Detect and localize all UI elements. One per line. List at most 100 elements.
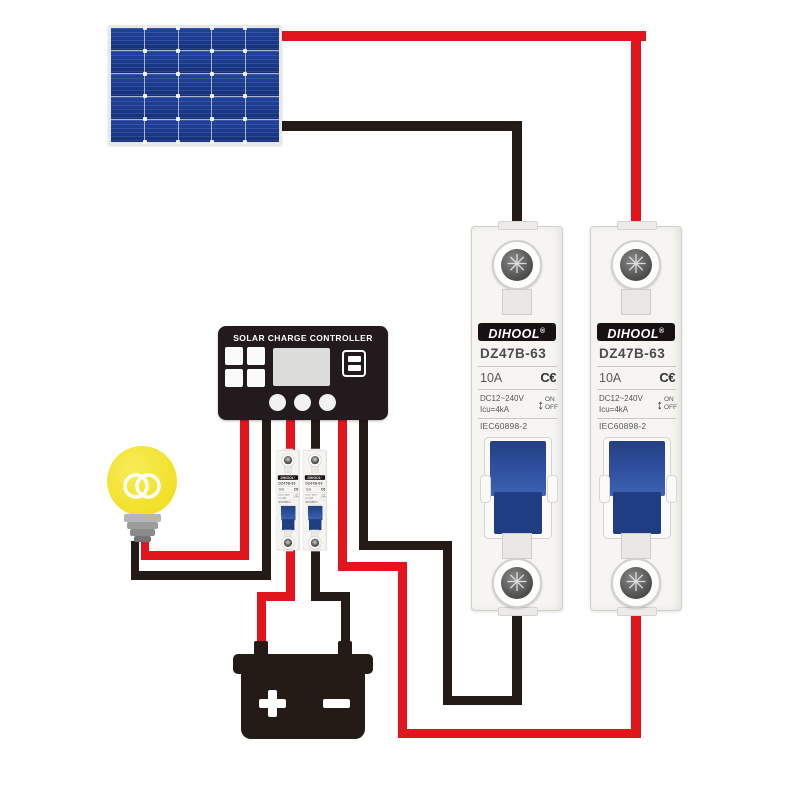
on-label: ON <box>295 494 298 497</box>
specs: DC12~240V Icu=4kA ↕ ON OFF <box>480 393 558 415</box>
panel-junction-dot <box>209 117 214 122</box>
brand-text: DIHOOL <box>280 476 294 480</box>
wire-controller-pv-negative-segment <box>443 696 522 705</box>
din-mount-tab <box>498 607 538 616</box>
registered-mark: ® <box>539 328 546 335</box>
battery-negative-post <box>338 641 352 657</box>
wire-battery-positive-segment <box>286 416 295 454</box>
screw-star-icon: ✳ <box>501 567 533 599</box>
wire-battery-positive-segment <box>257 592 295 601</box>
amp-rating: 10A <box>480 370 503 385</box>
wire-controller-pv-negative-segment <box>359 416 368 550</box>
circuit-breaker: ✳ DIHOOL® DZ47B-63 10A C€ DC12~240V Icu=… <box>590 221 682 616</box>
solar-cell <box>144 28 178 50</box>
model-text: DZ47B-63 <box>305 481 323 486</box>
din-mount-tab <box>617 607 657 616</box>
solar-cell <box>246 51 279 73</box>
solar-cell <box>246 120 279 142</box>
din-mount-tab <box>310 448 321 452</box>
registered-mark: ® <box>320 476 323 479</box>
panel-junction-dot <box>142 71 147 76</box>
terminal-screw-top-icon: ✳ <box>281 453 295 467</box>
wire-pv-positive-segment <box>631 31 641 228</box>
voltage-text: DC12~240V <box>480 394 524 403</box>
battery-breaker-negative: ✳ DIHOOL® DZ47B-63 10A C€ DC12~240V Icu=… <box>303 448 327 552</box>
standard-text: IEC60898-2 <box>599 421 647 431</box>
wire-pv-negative-segment <box>280 121 518 131</box>
rating-row: 10A C€ <box>305 487 325 491</box>
battery-breaker-positive: ✳ DIHOOL® DZ47B-63 10A C€ DC12~240V Icu=… <box>276 448 300 552</box>
panel-junction-dot <box>142 117 147 122</box>
solar-cell <box>178 74 212 96</box>
housing-ear <box>547 475 558 503</box>
din-mount-tab <box>283 549 294 552</box>
off-label: OFF <box>322 496 326 499</box>
controller-title: SOLAR CHARGE CONTROLLER <box>233 333 373 343</box>
wire-pv-negative-segment <box>512 121 522 228</box>
din-mount-tab <box>310 549 321 552</box>
keypad-square <box>225 347 243 365</box>
wire-load-negative-segment <box>131 571 271 580</box>
brand-label: DIHOOL® <box>304 475 326 480</box>
specs: DC12~240V Icu=4kA ↕ ON OFF <box>305 493 325 499</box>
panel-junction-dot <box>176 71 181 76</box>
solar-cell <box>111 97 144 119</box>
panel-junction-dot <box>243 94 248 99</box>
wire-battery-negative-segment <box>311 592 350 601</box>
wire-controller-pv-positive-segment <box>631 600 641 738</box>
housing-ear <box>322 514 326 523</box>
solar-cell <box>246 97 279 119</box>
voltage-text: DC12~240V <box>599 394 643 403</box>
din-mount-tab <box>283 448 294 452</box>
solar-charge-controller: SOLAR CHARGE CONTROLLER <box>218 326 388 420</box>
solar-cell <box>212 74 246 96</box>
terminal-screw-top-icon: ✳ <box>611 240 661 290</box>
terminal-block-bottom <box>621 533 651 559</box>
voltage-text: DC12~240V <box>305 493 317 497</box>
terminal-block-bottom <box>502 533 532 559</box>
panel-junction-dot <box>243 140 248 144</box>
toggle-switch-tip <box>494 492 542 534</box>
wire-load-positive-segment <box>141 541 149 553</box>
solar-cell <box>246 74 279 96</box>
terminal-screw-bottom-icon: ✳ <box>611 558 661 608</box>
brand-text: DIHOOL <box>488 327 540 342</box>
rating-row: 10A C€ <box>278 487 298 491</box>
off-label: OFF <box>545 404 558 411</box>
panel-junction-dot <box>209 140 214 144</box>
keypad-square <box>247 347 265 365</box>
panel-junction-dot <box>142 48 147 53</box>
bulb-filament-icon <box>123 473 161 499</box>
solar-cell <box>111 28 144 50</box>
lcd-display <box>273 348 330 386</box>
solar-cell <box>111 51 144 73</box>
icu-text: Icu=4kA <box>599 405 629 414</box>
icu-text: Icu=4kA <box>480 405 510 414</box>
circuit-breaker: ✳ DIHOOL® DZ47B-63 10A C€ DC12~240V Icu=… <box>303 448 327 552</box>
brand-text: DIHOOL <box>307 476 321 480</box>
divider <box>597 366 676 367</box>
panel-junction-dot <box>209 94 214 99</box>
panel-junction-dot <box>142 94 147 99</box>
housing-ear <box>666 475 677 503</box>
solar-cell <box>111 74 144 96</box>
on-label: ON <box>545 396 555 403</box>
screw-star-icon: ✳ <box>310 455 320 465</box>
solar-cell <box>144 51 178 73</box>
bulb-base-tip <box>134 536 151 542</box>
terminal-block-top <box>502 289 532 315</box>
bulb-base <box>130 529 155 536</box>
on-label: ON <box>322 494 325 497</box>
registered-mark: ® <box>658 328 665 335</box>
ce-mark: C€ <box>540 370 556 385</box>
model-text: DZ47B-63 <box>480 346 547 361</box>
screw-star-icon: ✳ <box>310 538 320 547</box>
updown-arrow-icon: ↕ <box>320 494 322 499</box>
controller-button <box>319 394 336 411</box>
screw-star-icon: ✳ <box>501 249 533 281</box>
keypad-square <box>225 369 243 387</box>
battery-minus-symbol <box>323 699 350 708</box>
toggle-switch-handle <box>307 505 323 521</box>
controller-button <box>269 394 286 411</box>
panel-junction-dot <box>243 48 248 53</box>
